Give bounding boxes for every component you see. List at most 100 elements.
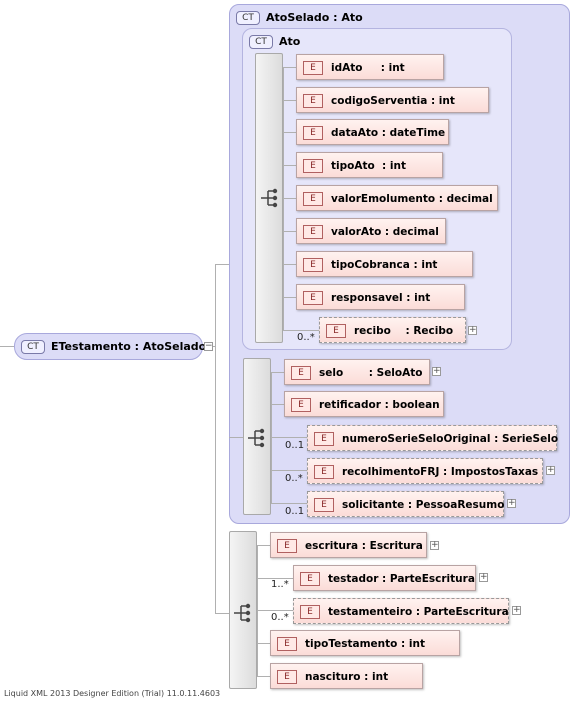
root-complex-type[interactable]: CT ETestamento : AtoSelado — [14, 333, 207, 360]
element-label: recolhimentoFRJ : ImpostosTaxas — [342, 466, 539, 478]
selado-stub — [271, 404, 284, 405]
ct-badge: CT — [236, 11, 260, 25]
e-badge: E — [303, 159, 323, 173]
element-label: solicitante : PessoaResumo — [342, 499, 505, 511]
element-label: testador : ParteEscritura — [328, 573, 475, 585]
selado-stub — [271, 437, 307, 438]
e-badge: E — [303, 61, 323, 75]
element-valorato[interactable]: E valorAto : decimal — [296, 218, 446, 244]
ct-badge: CT — [249, 35, 273, 49]
e-badge: E — [277, 637, 297, 651]
sequence-icon — [261, 188, 278, 208]
element-codigoserventia[interactable]: E codigoServentia : int — [296, 87, 489, 113]
element-label: valorEmolumento : decimal — [331, 193, 493, 205]
e-badge: E — [303, 126, 323, 140]
ato-stub — [283, 231, 296, 232]
e-badge: E — [303, 94, 323, 108]
testamento-stub — [257, 578, 293, 579]
ato-seq-stem — [283, 67, 284, 331]
expand-icon[interactable]: + — [432, 366, 441, 376]
e-badge: E — [303, 225, 323, 239]
element-recolhimentofrj[interactable]: E recolhimentoFRJ : ImpostosTaxas — [307, 458, 543, 484]
sequence-icon — [234, 603, 251, 623]
element-valoremolumento[interactable]: E valorEmolumento : decimal — [296, 185, 498, 211]
element-label: dataAto : dateTime — [331, 127, 446, 139]
multiplicity: 0..* — [285, 473, 303, 484]
ato-stub — [283, 198, 296, 199]
ct-badge: CT — [21, 340, 45, 354]
element-testamenteiro[interactable]: E testamenteiro : ParteEscritura — [293, 598, 509, 624]
expand-icon[interactable]: + — [512, 605, 521, 615]
multiplicity: 1..* — [271, 579, 289, 590]
root-to-branch — [212, 346, 216, 347]
element-label: responsavel : int — [331, 292, 431, 304]
testamento-stub — [257, 676, 270, 677]
element-solicitante[interactable]: E solicitante : PessoaResumo — [307, 491, 504, 517]
selado-seq-stem — [271, 372, 272, 504]
testamento-seq-stem — [257, 545, 258, 677]
e-badge: E — [300, 605, 320, 619]
expand-icon[interactable]: + — [468, 325, 477, 335]
expand-icon[interactable]: + — [546, 465, 555, 475]
collapse-icon[interactable]: − — [204, 341, 213, 351]
e-badge: E — [291, 398, 311, 412]
e-badge: E — [314, 498, 334, 512]
ato-stub — [283, 67, 296, 68]
element-dataato[interactable]: E dataAto : dateTime — [296, 119, 449, 145]
root-label: ETestamento : AtoSelado — [51, 340, 207, 353]
ato-stub — [283, 165, 296, 166]
e-badge: E — [303, 291, 323, 305]
element-responsavel[interactable]: E responsavel : int — [296, 284, 465, 310]
ato-stub — [283, 100, 296, 101]
element-label: idAto : int — [331, 62, 405, 74]
element-label: tipoTestamento : int — [305, 638, 425, 650]
element-label: selo : SeloAto — [319, 367, 423, 379]
multiplicity: 0..* — [271, 612, 289, 623]
e-badge: E — [314, 432, 334, 446]
element-testador[interactable]: E testador : ParteEscritura — [293, 565, 476, 591]
element-label: codigoServentia : int — [331, 95, 455, 107]
expand-icon[interactable]: + — [507, 498, 516, 508]
testamento-sequence[interactable] — [229, 531, 257, 689]
e-badge: E — [300, 572, 320, 586]
element-tipoato[interactable]: E tipoAto : int — [296, 152, 443, 178]
element-selo[interactable]: E selo : SeloAto — [284, 359, 430, 385]
testamento-stub — [257, 643, 270, 644]
selado-sequence[interactable] — [243, 358, 271, 515]
selado-stub — [271, 470, 307, 471]
ato-stub — [283, 297, 296, 298]
element-tipocobranca[interactable]: E tipoCobranca : int — [296, 251, 473, 277]
e-badge: E — [277, 539, 297, 553]
e-badge: E — [277, 670, 297, 684]
ato-label: Ato — [279, 35, 301, 48]
e-badge: E — [303, 258, 323, 272]
ato-stub — [283, 330, 319, 331]
footer-watermark: Liquid XML 2013 Designer Edition (Trial)… — [4, 689, 221, 698]
multiplicity: 0..* — [297, 332, 315, 343]
selado-stub — [271, 503, 307, 504]
branch-to-testamento-seq — [215, 613, 229, 614]
element-nascituro[interactable]: E nascituro : int — [270, 663, 423, 689]
element-escritura[interactable]: E escritura : Escritura — [270, 532, 427, 558]
branch-to-atoselado — [215, 264, 229, 265]
atoselado-label: AtoSelado : Ato — [266, 11, 363, 24]
element-tipotestamento[interactable]: E tipoTestamento : int — [270, 630, 460, 656]
element-label: retificador : boolean — [319, 399, 440, 411]
element-label: testamenteiro : ParteEscritura — [328, 606, 509, 618]
testamento-stub — [257, 610, 293, 611]
element-retificador[interactable]: E retificador : boolean — [284, 391, 444, 417]
selado-stub — [271, 372, 284, 373]
multiplicity: 0..1 — [285, 440, 305, 451]
expand-icon[interactable]: + — [479, 572, 488, 582]
element-recibo[interactable]: E recibo : Recibo — [319, 317, 466, 343]
element-idato[interactable]: E idAto : int — [296, 54, 444, 80]
element-label: valorAto : decimal — [331, 226, 439, 238]
element-label: numeroSerieSeloOriginal : SerieSelo — [342, 433, 559, 445]
e-badge: E — [303, 192, 323, 206]
ato-stub — [283, 132, 296, 133]
element-label: tipoAto : int — [331, 160, 406, 172]
element-label: escritura : Escritura — [305, 540, 423, 552]
root-connector — [0, 346, 14, 347]
expand-icon[interactable]: + — [430, 540, 439, 550]
element-numeroserieselooriginal[interactable]: E numeroSerieSeloOriginal : SerieSelo — [307, 425, 559, 451]
